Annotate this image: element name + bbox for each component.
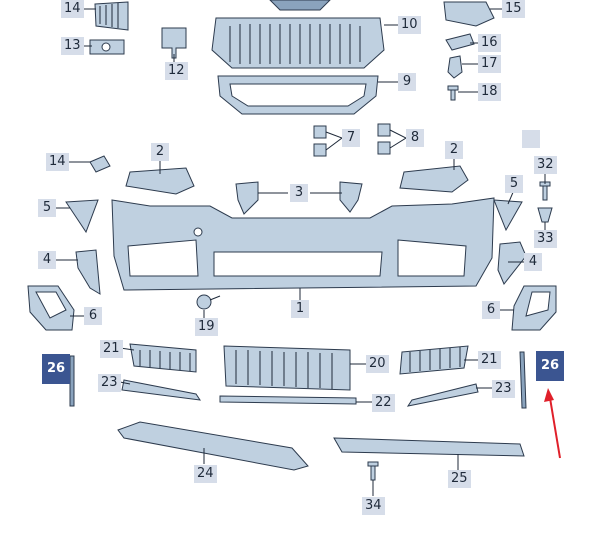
callout-14-small: 14 (46, 153, 69, 171)
part-4-right (497, 241, 527, 285)
part-6-left (27, 285, 75, 331)
part-2-left (125, 167, 195, 195)
part-7-clips (313, 125, 327, 157)
part-5-right (493, 199, 523, 232)
callout-23-right: 23 (492, 380, 515, 398)
callout-23-left: 23 (98, 374, 121, 392)
part-22-strip (219, 395, 357, 405)
part-9-frame (217, 75, 379, 115)
part-12 (161, 27, 187, 59)
part-23-right (406, 383, 479, 407)
callout-24: 24 (194, 465, 217, 483)
callout-14-top: 14 (61, 0, 84, 18)
callout-8: 8 (406, 129, 424, 147)
highlight-arrow (544, 388, 561, 459)
part-6-right (511, 285, 557, 331)
part-20-lower-grille (223, 345, 351, 391)
callout-10: 10 (398, 16, 421, 34)
part-4-left (75, 249, 101, 295)
callout-26-right: 26 (536, 351, 564, 381)
callout-20: 20 (366, 355, 389, 373)
callout-22: 22 (372, 394, 395, 412)
part-8-clips (377, 123, 391, 155)
part-19-cap (196, 294, 221, 310)
part-33-clip (537, 207, 553, 223)
callout-4-left: 4 (38, 251, 56, 269)
part-23-left (121, 379, 202, 401)
part-15 (443, 1, 495, 27)
part-3-left (235, 181, 259, 215)
part-26-right (519, 351, 527, 409)
callout-blank (522, 130, 540, 148)
callout-26-left: 26 (42, 354, 70, 384)
callout-32: 32 (534, 156, 557, 174)
callout-3: 3 (290, 184, 308, 202)
callout-16: 16 (478, 34, 501, 52)
callout-13: 13 (61, 37, 84, 55)
part-24-spoiler (117, 421, 309, 471)
callout-2-right: 2 (445, 141, 463, 159)
part-16 (445, 33, 475, 51)
part-32-screw (539, 181, 551, 201)
callout-21-right: 21 (478, 351, 501, 369)
callout-1: 1 (291, 300, 309, 318)
callout-6-left: 6 (84, 307, 102, 325)
callout-34: 34 (362, 497, 385, 515)
callout-33: 33 (534, 230, 557, 248)
part-1-bumper (111, 197, 495, 291)
callout-18: 18 (478, 83, 501, 101)
callout-17: 17 (478, 55, 501, 73)
callout-6-right: 6 (482, 301, 500, 319)
callout-25: 25 (448, 470, 471, 488)
part-5-left (65, 199, 99, 234)
part-2-right (399, 165, 469, 193)
part-18-screw (447, 85, 459, 101)
part-25-underbody (333, 437, 525, 457)
callout-12: 12 (165, 62, 188, 80)
part-3-right (339, 181, 363, 213)
callout-5-left: 5 (38, 199, 56, 217)
callout-19: 19 (195, 318, 218, 336)
callout-9: 9 (398, 73, 416, 91)
part-21-left (129, 343, 197, 373)
callout-15: 15 (502, 0, 525, 18)
part-10-grille (211, 0, 385, 69)
part-14-small (89, 155, 111, 173)
callout-21-left: 21 (100, 340, 123, 358)
part-26-left (69, 355, 75, 407)
part-14-top (94, 1, 129, 31)
callout-5-right: 5 (505, 175, 523, 193)
part-13 (89, 39, 125, 55)
callout-7: 7 (342, 129, 360, 147)
part-21-right (399, 345, 469, 375)
callout-2-left: 2 (151, 143, 169, 161)
part-34-screw (367, 461, 379, 481)
part-17 (447, 55, 463, 79)
callout-4-right: 4 (524, 253, 542, 271)
